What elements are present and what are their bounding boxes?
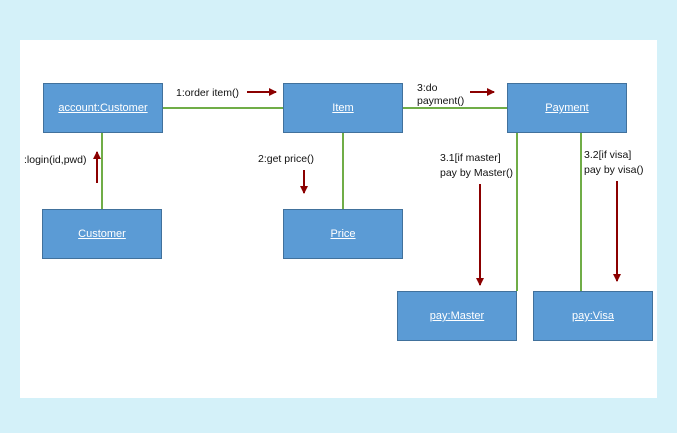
- message-do-payment-label-1: 3:do: [417, 82, 438, 94]
- message-login-label: :login(id,pwd): [24, 154, 87, 166]
- message-get-price-label: 2:get price(): [258, 153, 315, 165]
- node-pay-visa: pay:Visa: [533, 291, 653, 341]
- message-if-master-label-2: pay by Master(): [440, 167, 513, 179]
- message-order-item-label: 1:order item(): [176, 87, 240, 99]
- node-price: Price: [283, 209, 403, 259]
- node-item: Item: [283, 83, 403, 133]
- message-do-payment-label-2: payment(): [417, 95, 465, 107]
- node-pay-master: pay:Master: [397, 291, 517, 341]
- message-if-visa-label-1: 3.2[if visa]: [584, 149, 632, 161]
- message-if-visa-label-2: pay by visa(): [584, 164, 644, 176]
- message-if-master-label-1: 3.1[if master]: [440, 152, 501, 164]
- node-account-customer: account:Customer: [43, 83, 163, 133]
- node-customer: Customer: [42, 209, 162, 259]
- node-payment: Payment: [507, 83, 627, 133]
